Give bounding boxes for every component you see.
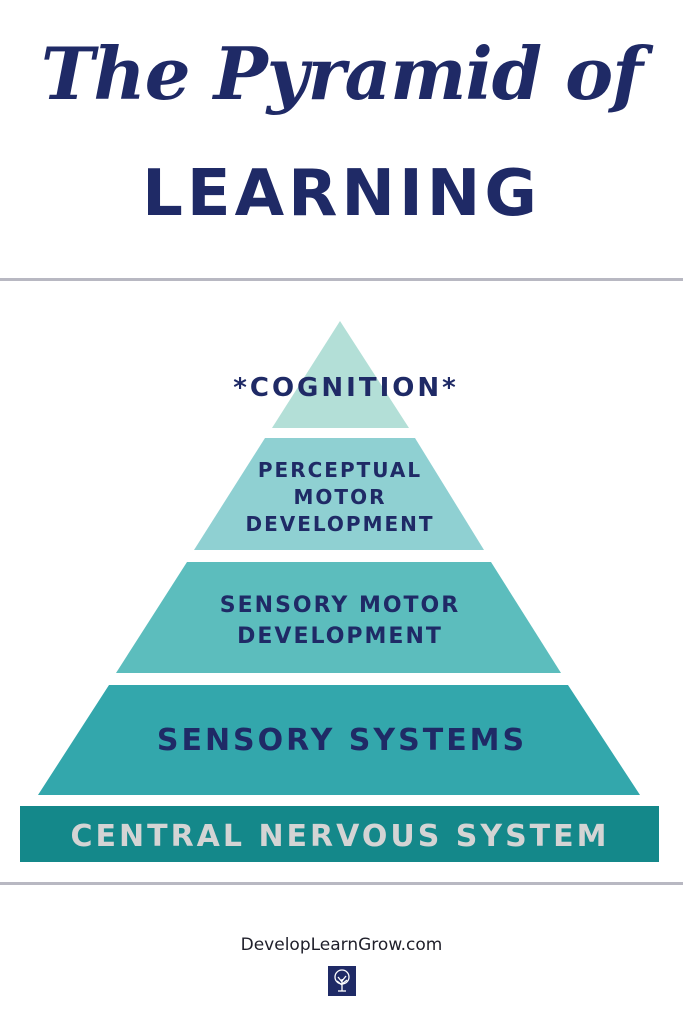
tier-cognition-label-1: *COGNITION*	[233, 373, 458, 403]
tier-sensory-motor-shape	[116, 562, 561, 673]
tree-icon	[328, 966, 356, 996]
bottom-divider	[0, 882, 683, 885]
tier-perceptual-motor-label-2: MOTOR	[294, 485, 387, 509]
title-line-1: The Pyramid of	[40, 31, 643, 116]
tier-sensory-systems-shape	[38, 685, 640, 795]
title-line-2: LEARNING	[142, 157, 541, 231]
footer-site-text: DevelopLearnGrow.com	[240, 935, 443, 955]
tier-perceptual-motor-label-1: PERCEPTUAL	[258, 458, 422, 482]
tier-cognition-shape	[272, 321, 409, 428]
tier-sensory-motor-label-2: DEVELOPMENT	[237, 624, 443, 649]
tier-sensory-motor-label-1: SENSORY MOTOR	[220, 593, 460, 618]
tier-sensory-systems-label-1: SENSORY SYSTEMS	[157, 723, 527, 758]
base-shape	[20, 806, 659, 862]
top-divider	[0, 278, 683, 281]
tier-perceptual-motor-shape	[194, 438, 484, 550]
base-label: CENTRAL NERVOUS SYSTEM	[70, 819, 609, 854]
tier-perceptual-motor-label-3: DEVELOPMENT	[245, 512, 434, 536]
